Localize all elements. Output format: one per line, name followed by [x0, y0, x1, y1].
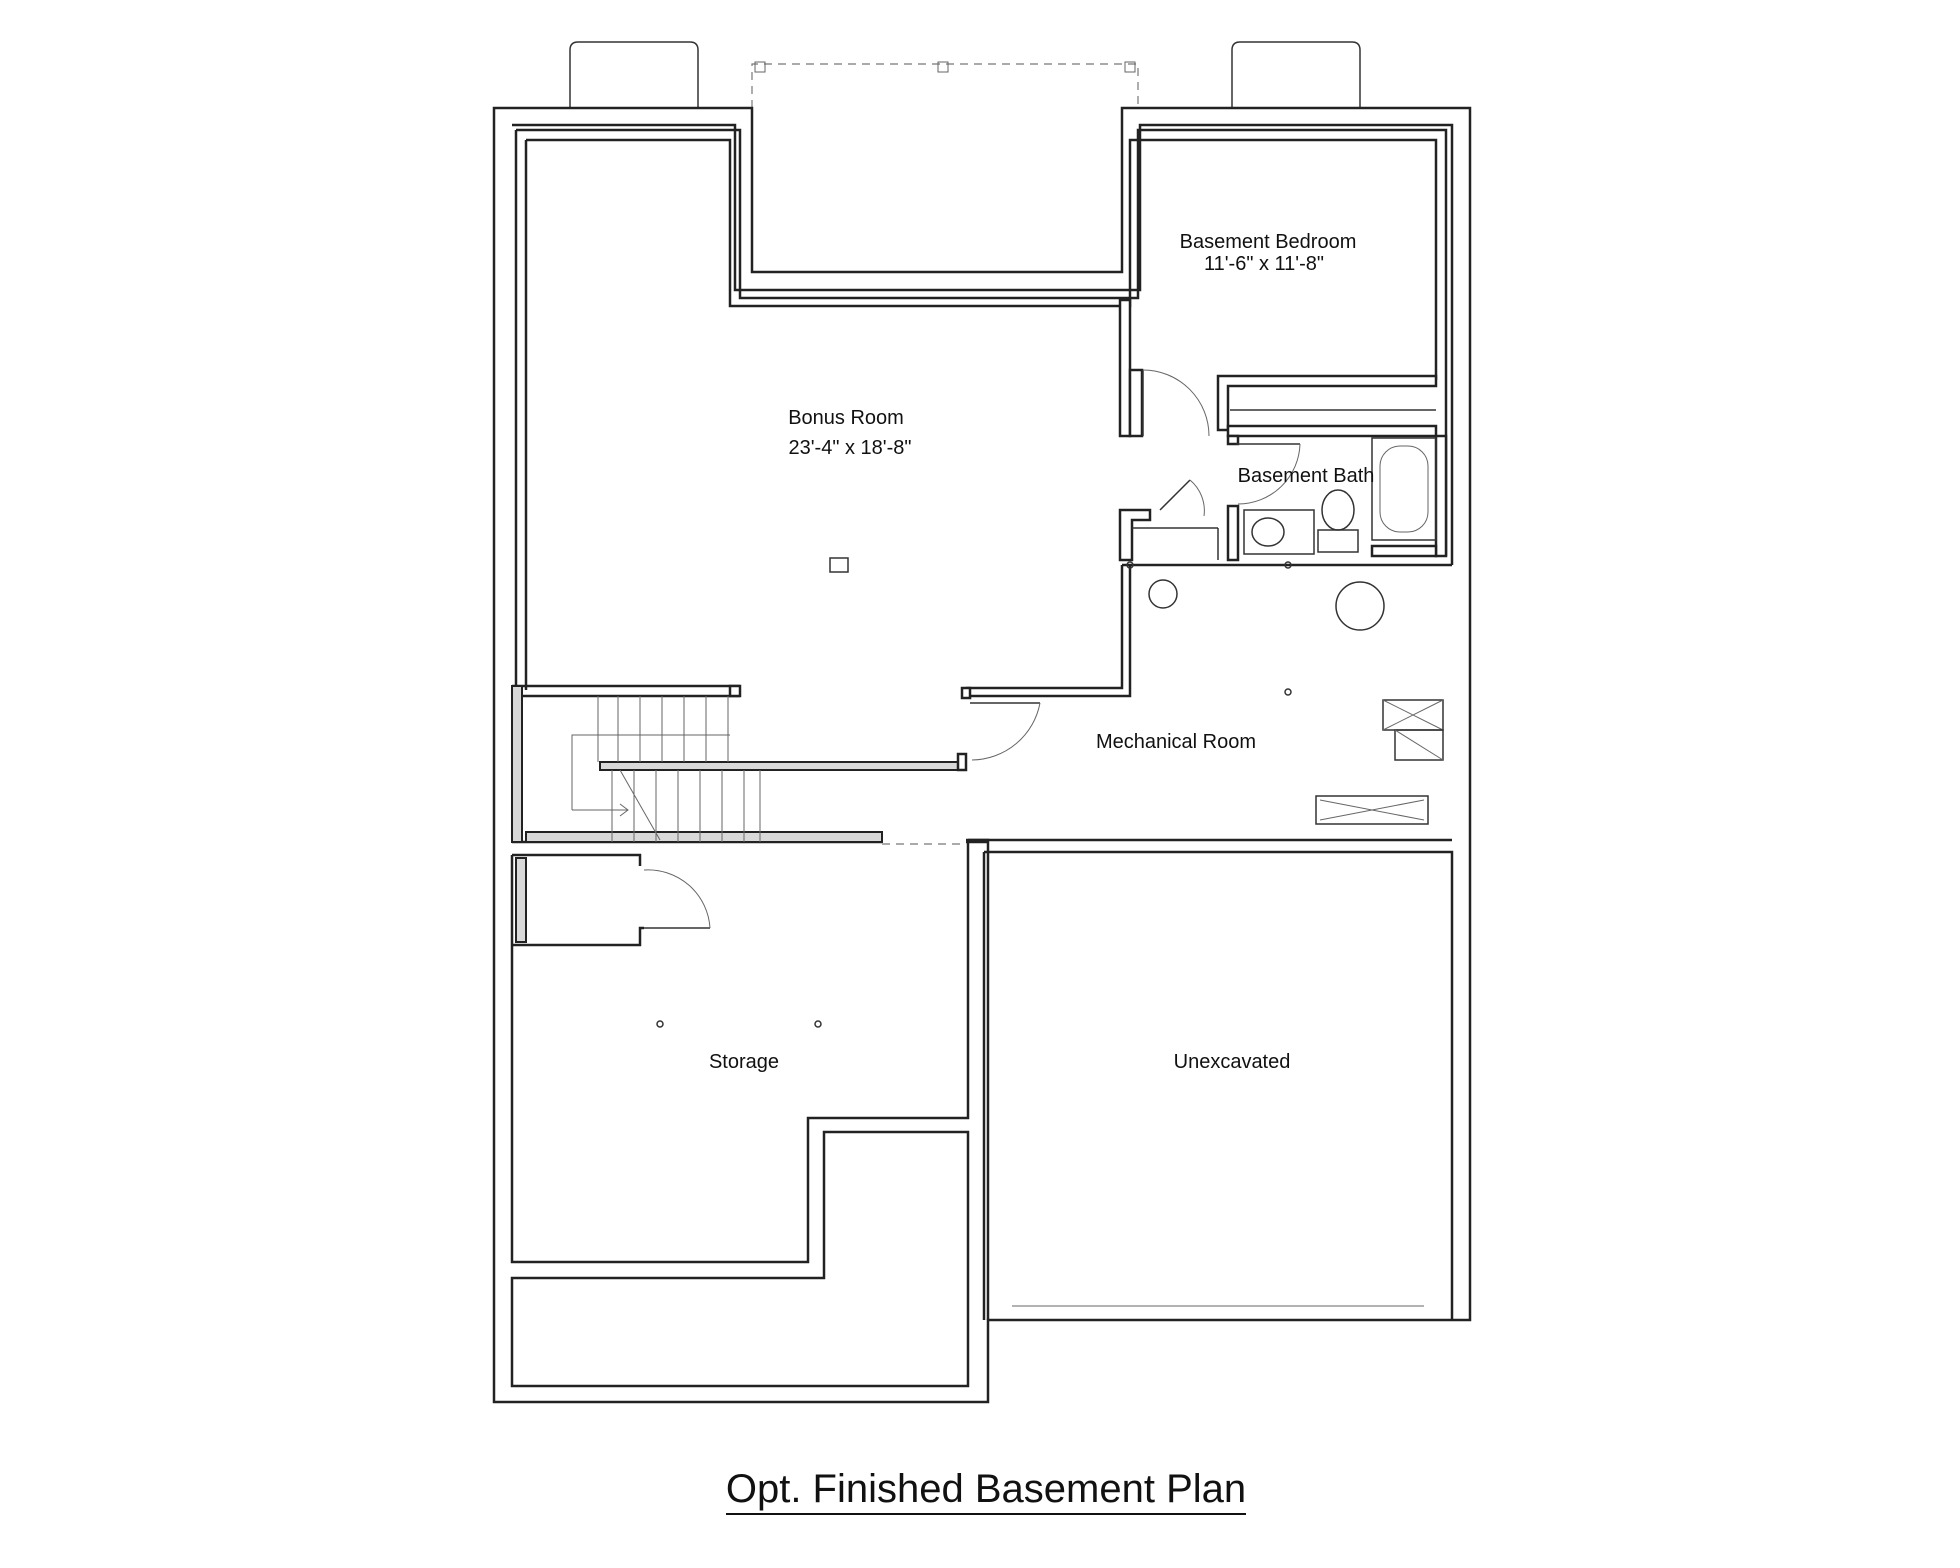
bathtub [1371, 437, 1437, 541]
bonus-room-name: Bonus Room [788, 407, 904, 429]
bath-door [1236, 443, 1301, 505]
bonus-door [970, 702, 1041, 761]
linen-door [1159, 479, 1205, 517]
mechanical-fixtures [1126, 561, 1444, 825]
window-well-right [1231, 41, 1361, 109]
plan-title: Opt. Finished Basement Plan [726, 1467, 1246, 1511]
stairs [571, 696, 761, 842]
framing-walls [511, 128, 1452, 844]
foundation-outer [492, 106, 1472, 1404]
storage-closet-door [643, 869, 711, 929]
sink-vanity [1243, 509, 1315, 555]
bath-name: Basement Bath [1238, 465, 1375, 487]
window-well-left [569, 41, 699, 109]
unexcavated-walls [966, 838, 1454, 1320]
storage-walls [510, 838, 990, 1388]
bedroom-size: 11'-6" x 11'-8" [1204, 253, 1324, 275]
bedroom-name: Basement Bedroom [1180, 231, 1357, 253]
toilet [1317, 489, 1359, 553]
foundation-inner [512, 123, 1454, 565]
storage-name: Storage [709, 1051, 779, 1073]
unexcavated-name: Unexcavated [1174, 1051, 1291, 1073]
floor-drain [829, 557, 849, 573]
bonus-room-size: 23'-4" x 18'-8" [788, 437, 911, 459]
bedroom-door [1142, 369, 1210, 437]
mechanical-room-name: Mechanical Room [1096, 731, 1256, 753]
bay-dashed-outline [751, 61, 1139, 108]
